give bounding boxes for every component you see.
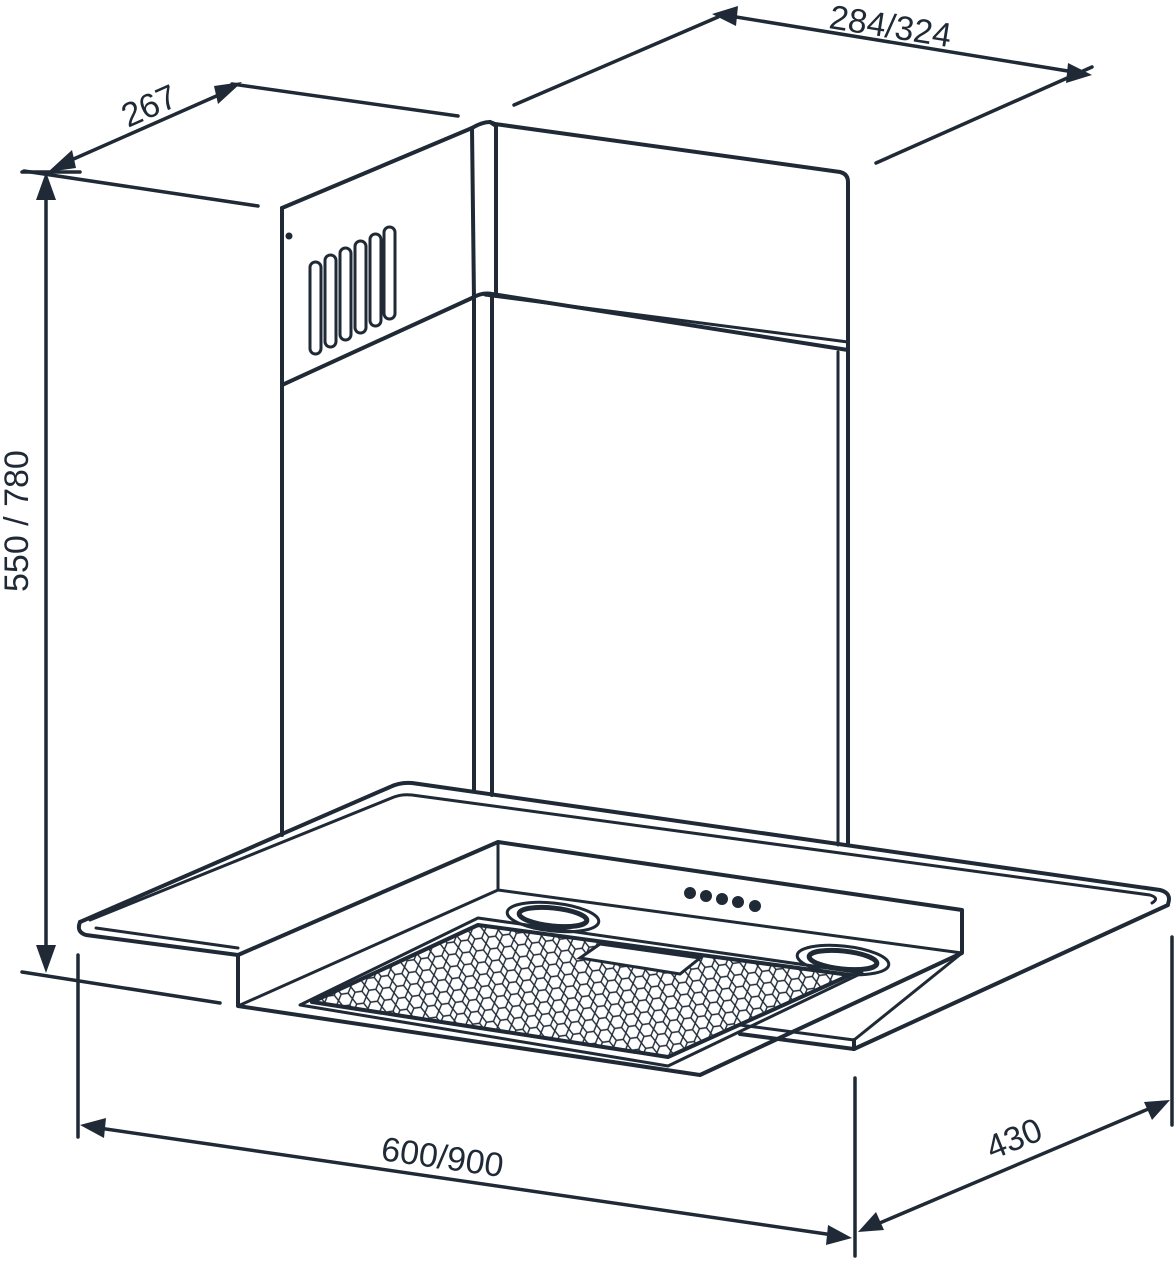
label-chimney-depth: 267 <box>116 78 183 136</box>
control-buttons <box>684 887 761 912</box>
hood-canopy <box>76 780 1171 1077</box>
dimension-height: 550 / 780 <box>0 170 222 1005</box>
lamp-left <box>505 900 601 934</box>
chimney-lower <box>280 294 850 847</box>
dimension-chimney-depth: 267 <box>22 78 460 208</box>
dimension-chimney-width: 284/324 <box>512 0 1094 165</box>
label-height: 550 / 780 <box>0 450 36 592</box>
label-hood-width: 600/900 <box>379 1130 506 1185</box>
label-chimney-width: 284/324 <box>827 0 954 55</box>
label-hood-depth: 430 <box>981 1111 1048 1167</box>
grease-filter <box>298 916 864 1068</box>
lamp-right <box>795 943 891 977</box>
chimney-upper <box>280 120 850 387</box>
vent-slots <box>308 225 397 356</box>
